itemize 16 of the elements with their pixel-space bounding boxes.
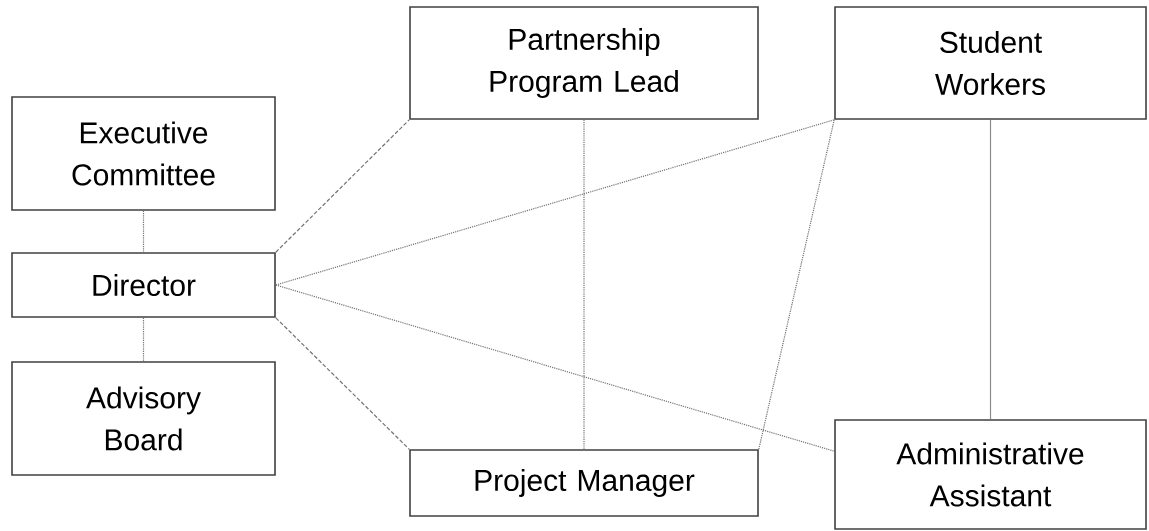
connector-line — [583, 119, 585, 450]
connector-line — [275, 119, 835, 286]
connector-line — [275, 284, 835, 452]
role-box: Student Workers — [834, 6, 1147, 120]
connector-line — [989, 119, 992, 420]
role-box: Advisory Board — [11, 361, 276, 476]
connector-line — [142, 317, 145, 362]
connector-line — [142, 210, 145, 253]
role-box: Project Manager — [409, 449, 759, 517]
role-box: Partnership Program Lead — [409, 6, 759, 120]
connector-line — [758, 119, 835, 450]
connector-line — [275, 317, 410, 450]
connector-line — [275, 119, 410, 253]
role-box: Executive Committee — [11, 96, 276, 211]
role-box: Director — [11, 252, 276, 318]
role-box: Administrative Assistant — [834, 419, 1147, 530]
